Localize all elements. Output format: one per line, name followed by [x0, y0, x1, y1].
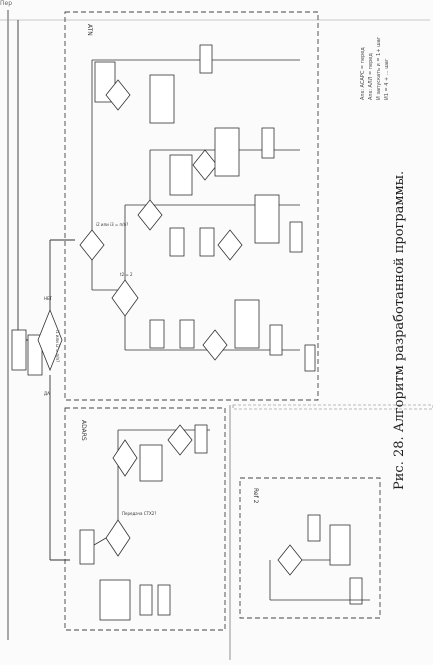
atn-out-2	[261, 127, 275, 159]
adars-process-6	[194, 424, 208, 454]
adars-decision-3	[167, 424, 193, 456]
atn-out-4	[269, 324, 283, 356]
atn-decision-label: i2 или i3 = п/п?	[96, 222, 128, 227]
ref2-block-title: Ref 2	[252, 488, 259, 504]
yes-label-main: ДА	[44, 391, 50, 396]
atn-decision-3	[192, 149, 218, 181]
adars-process-4	[157, 584, 171, 616]
ref2-block-frame	[239, 477, 381, 619]
ref2-process-1	[307, 514, 321, 542]
ref2-decision	[277, 544, 303, 576]
atn-process-7	[254, 194, 280, 244]
header-fragment: Пер	[0, 0, 13, 7]
side-note-2: Ans: АЛЛ = перед	[368, 53, 374, 100]
bottom-separator	[232, 404, 433, 410]
atn-decision-case2	[111, 279, 139, 317]
atn-process-5	[169, 227, 185, 257]
atn-decision-top	[79, 229, 105, 261]
atn-block-frame	[64, 11, 319, 401]
side-note-3: И запускать и = 1+ шаг	[376, 36, 382, 100]
atn-process-4	[214, 127, 240, 177]
start-box	[11, 329, 27, 371]
adars-process-1	[79, 529, 95, 565]
atn-decision-mid	[137, 199, 163, 231]
atn-decision-2	[105, 79, 131, 111]
side-note-1: Ans: АСАРС = перед	[360, 47, 366, 100]
adars-block-frame	[64, 407, 226, 631]
ref2-process-2	[329, 524, 351, 566]
ref2-process-3	[349, 577, 363, 605]
atn-process-10	[234, 299, 260, 349]
atn-process-2	[149, 74, 175, 124]
atn-flow	[79, 44, 316, 372]
side-note-4: И1 = 4 + ... шаг	[384, 58, 390, 100]
atn-end-box	[304, 344, 316, 372]
atn-process-6	[199, 227, 215, 257]
adars-decision-1	[105, 519, 131, 557]
adars-block-title: ADARS	[80, 420, 87, 441]
main-spine	[17, 20, 75, 561]
atn-process-8	[149, 319, 165, 349]
atn-process-3	[169, 154, 193, 196]
atn-out-1	[199, 44, 213, 74]
adars-decision-label: Передача CTX2?	[122, 511, 156, 516]
atn-out-3	[289, 221, 303, 253]
main-decision	[37, 308, 63, 372]
atn-decision-4	[217, 229, 243, 261]
adars-process-2	[99, 579, 131, 621]
adars-process-3	[139, 584, 153, 616]
no-label-main: НЕТ	[44, 296, 53, 301]
ref2-flow	[269, 514, 370, 605]
adars-process-5	[139, 444, 163, 482]
side-notes: Ans: АСАРС = перед Ans: АЛЛ = перед И за…	[360, 37, 420, 300]
case2-label: t2 = 2	[120, 272, 133, 277]
atn-process-9	[179, 319, 195, 349]
adars-flow	[79, 424, 210, 621]
atn-block-title: ATN	[86, 24, 93, 36]
atn-decision-5	[202, 329, 228, 361]
main-decision-label: i1 или i2 = п/п?	[55, 330, 60, 362]
adars-decision-2	[112, 439, 138, 477]
init-box	[27, 334, 43, 376]
